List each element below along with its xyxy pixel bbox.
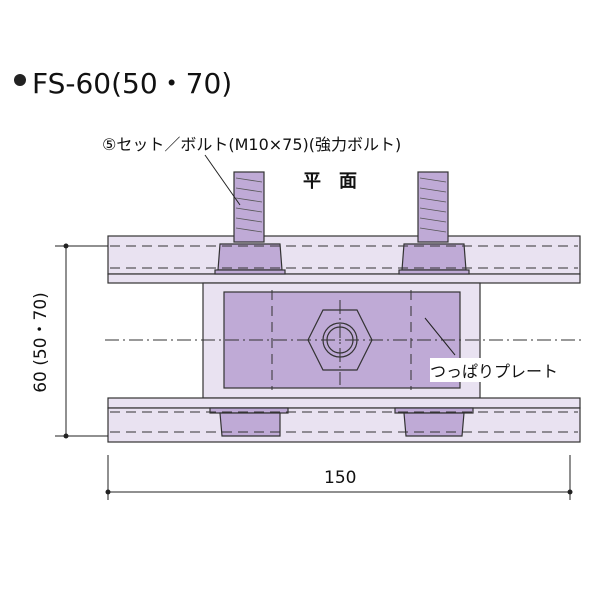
plate-label: つっぱりプレート — [430, 358, 559, 382]
nut-left-bottom — [219, 412, 281, 437]
nut-left-top — [217, 243, 283, 271]
nut-right-bottom — [403, 412, 465, 437]
bolt-leader-line — [204, 154, 241, 206]
washer-right-top — [398, 269, 470, 275]
width-dimension-label: 150 — [324, 468, 357, 488]
bolt-label: ⑤セット／ボルト(M10×75)(強力ボルト) — [102, 135, 402, 154]
title: FS-60(50・70) — [32, 67, 233, 100]
bolt-left-thread — [233, 171, 265, 243]
view-label: 平 面 — [303, 171, 357, 192]
title-bullet — [14, 74, 26, 86]
plate-leader-line — [424, 317, 456, 356]
top-rail-lip — [107, 273, 581, 284]
bottom-rail-body — [107, 407, 581, 443]
washer-left-top — [214, 269, 286, 275]
height-dimension-label: 60 (50・70) — [30, 292, 51, 393]
bottom-rail — [107, 397, 581, 409]
nut-right-top — [401, 243, 467, 271]
